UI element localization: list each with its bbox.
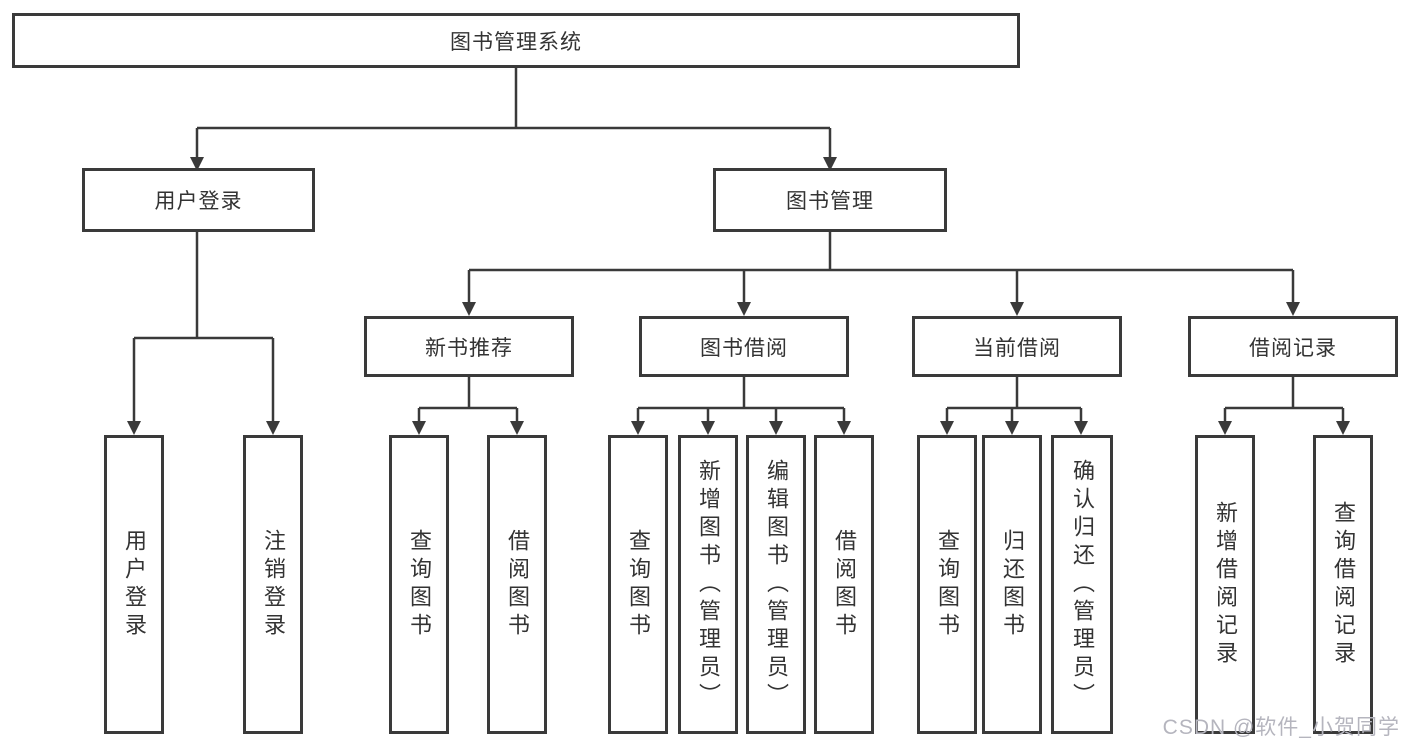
leaf-label: 借阅图书	[832, 528, 857, 641]
node-root-library-system: 图书管理系统	[12, 13, 1020, 68]
leaf-label: 注销登录	[261, 528, 286, 641]
leaf-query-borrow-record: 查询借阅记录	[1313, 435, 1373, 734]
leaf-query-books-current: 查询图书	[917, 435, 977, 734]
csdn-watermark: CSDN @软件_小贺同学	[1162, 716, 1400, 739]
leaf-confirm-return-admin: 确认归还（管理员）	[1051, 435, 1113, 734]
node-new-book-recommend: 新书推荐	[364, 316, 574, 377]
leaf-add-books-admin: 新增图书（管理员）	[678, 435, 738, 734]
leaf-borrow-books-recommend: 借阅图书	[487, 435, 547, 734]
node-book-borrow: 图书借阅	[639, 316, 849, 377]
leaf-query-books-recommend: 查询图书	[389, 435, 449, 734]
leaf-label: 查询借阅记录	[1331, 500, 1356, 669]
leaf-edit-books-admin: 编辑图书（管理员）	[746, 435, 806, 734]
leaf-label: 查询图书	[935, 528, 960, 641]
node-user-login: 用户登录	[82, 168, 315, 232]
leaf-label: 查询图书	[407, 528, 432, 641]
leaf-borrow-books: 借阅图书	[814, 435, 874, 734]
leaf-user-login: 用户登录	[104, 435, 164, 734]
leaf-query-books-borrow: 查询图书	[608, 435, 668, 734]
node-current-borrow: 当前借阅	[912, 316, 1122, 377]
leaf-label: 编辑图书（管理员）	[764, 458, 789, 711]
node-book-management: 图书管理	[713, 168, 947, 232]
leaf-label: 用户登录	[122, 528, 147, 641]
leaf-label: 归还图书	[1000, 528, 1025, 641]
leaf-label: 新增图书（管理员）	[696, 458, 721, 711]
leaf-logout: 注销登录	[243, 435, 303, 734]
leaf-add-borrow-record: 新增借阅记录	[1195, 435, 1255, 734]
leaf-label: 查询图书	[626, 528, 651, 641]
leaf-label: 确认归还（管理员）	[1070, 458, 1095, 711]
node-borrow-records: 借阅记录	[1188, 316, 1398, 377]
leaf-label: 新增借阅记录	[1213, 500, 1238, 669]
leaf-label: 借阅图书	[505, 528, 530, 641]
leaf-return-books: 归还图书	[982, 435, 1042, 734]
